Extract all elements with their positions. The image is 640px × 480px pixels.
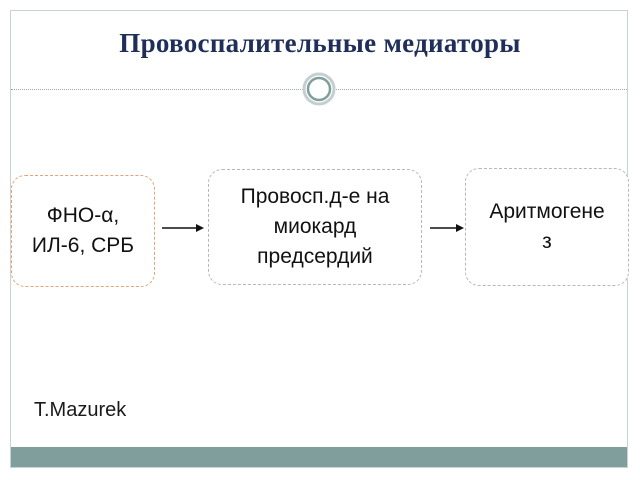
arrow-right-icon — [162, 224, 204, 232]
flow-node-inflammation-line-2: миокард — [273, 215, 357, 238]
flow-node-arrhythmogenesis-line-1: Аритмогене — [489, 200, 605, 223]
flow-node-inflammation: Провосп.д-е на миокард предсердий — [208, 169, 422, 285]
flow-node-inflammation-line-3: предсердий — [257, 245, 373, 268]
flow-node-arrhythmogenesis-line-2: з — [542, 230, 552, 253]
flow-node-inflammation-line-1: Провосп.д-е на — [240, 185, 390, 208]
flow-node-mediators-line-2: ИЛ-6, СРБ — [31, 234, 135, 257]
slide-title: Провоспалительные медиаторы — [119, 28, 521, 58]
arrow-right-icon — [430, 224, 464, 232]
flow-node-arrhythmogenesis: Аритмогене з — [465, 168, 629, 286]
circle-ornament-icon — [302, 72, 336, 106]
flow-node-mediators-line-1: ФНО-α, — [46, 204, 120, 227]
footer-bar — [11, 447, 627, 467]
flow-node-mediators: ФНО-α, ИЛ-6, СРБ — [11, 175, 155, 287]
author-credit: T.Mazurek — [34, 399, 127, 421]
